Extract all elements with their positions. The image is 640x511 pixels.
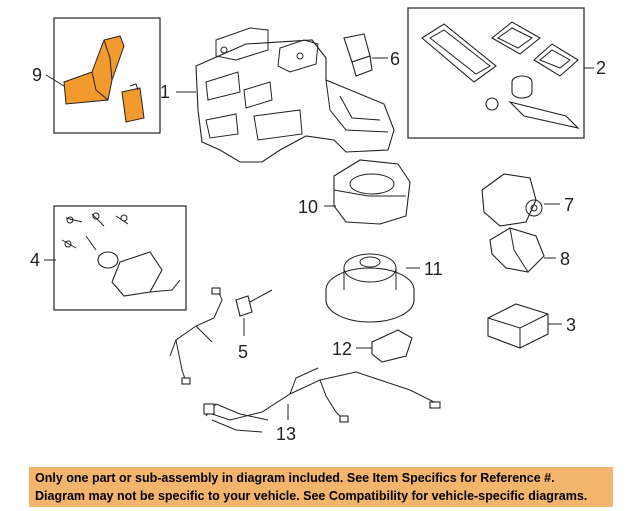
callout-13: 13 — [276, 424, 296, 444]
part-5-sensor[interactable] — [235, 289, 273, 317]
callout-4: 4 — [30, 250, 40, 270]
part-3-module[interactable] — [487, 303, 549, 349]
callout-3: 3 — [566, 315, 576, 335]
part-4-frame — [53, 205, 187, 311]
callout-12: 12 — [332, 339, 352, 359]
part-2-seals[interactable] — [421, 21, 580, 129]
part-8-cover[interactable] — [489, 227, 545, 273]
callout-11: 11 — [424, 259, 443, 279]
leader-9 — [45, 74, 65, 87]
notice-banner: Only one part or sub-assembly in diagram… — [29, 467, 613, 507]
callout-8: 8 — [560, 249, 570, 269]
callout-2: 2 — [596, 58, 606, 78]
callout-10: 10 — [298, 197, 318, 217]
notice-line-2: Diagram may not be specific to your vehi… — [35, 489, 588, 503]
part-11-blower-motor[interactable] — [325, 253, 415, 323]
part-13-wiring-harness[interactable] — [169, 287, 441, 433]
part-4-actuator-kit[interactable] — [61, 212, 181, 297]
part-7-actuator[interactable] — [481, 173, 543, 227]
part-10-blower-housing[interactable] — [333, 159, 411, 225]
part-12-resistor[interactable] — [371, 329, 413, 363]
callout-1: 1 — [160, 82, 170, 102]
part-6-sensor[interactable] — [343, 33, 373, 77]
callout-5: 5 — [238, 342, 248, 362]
callout-7: 7 — [564, 195, 574, 215]
part-1-hvac-case[interactable] — [195, 27, 395, 163]
callout-9: 9 — [32, 65, 42, 85]
notice-line-1: Only one part or sub-assembly in diagram… — [35, 471, 555, 485]
callout-6: 6 — [390, 49, 400, 69]
part-9-bracket[interactable] — [63, 35, 145, 123]
